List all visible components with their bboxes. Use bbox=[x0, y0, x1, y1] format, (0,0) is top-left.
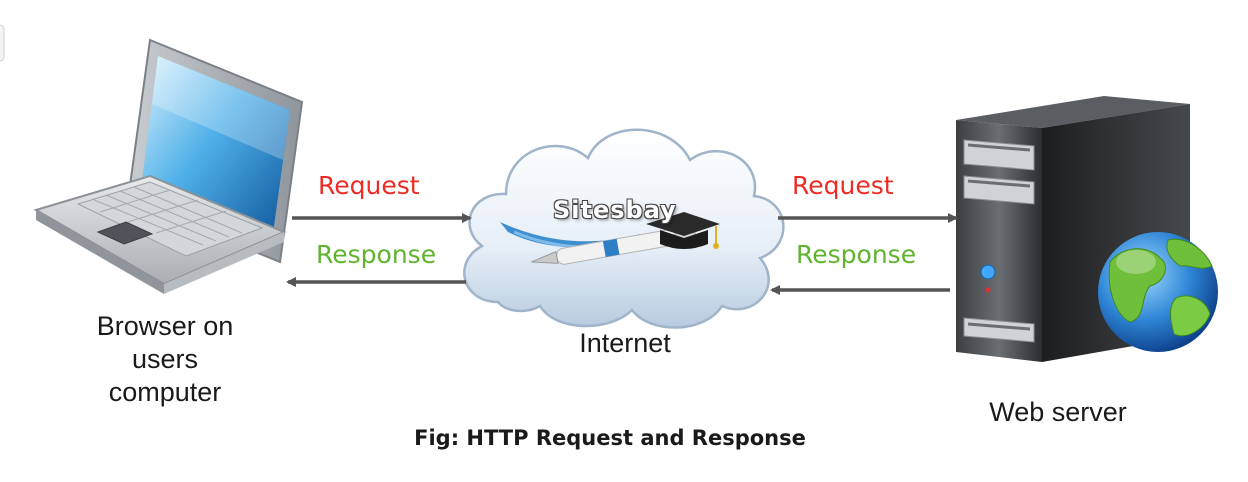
client-label-line3: computer bbox=[108, 377, 222, 407]
server-label: Web server bbox=[989, 397, 1127, 427]
laptop-icon bbox=[33, 38, 304, 294]
client-label-line1: Browser on bbox=[96, 311, 234, 341]
client-label: Browser on users computer bbox=[70, 310, 260, 409]
globe-icon bbox=[1098, 232, 1218, 352]
internet-label: Internet bbox=[579, 328, 671, 358]
left-response-label: Response bbox=[316, 240, 437, 269]
right-response-label: Response bbox=[796, 240, 917, 269]
right-request-label: Request bbox=[792, 171, 894, 200]
figure-caption: Fig: HTTP Request and Response bbox=[414, 426, 806, 450]
cloud-logo-text: Sitesbay bbox=[553, 196, 677, 224]
client-label-line2: users bbox=[131, 344, 199, 374]
cloud-icon bbox=[463, 128, 785, 329]
left-request-label: Request bbox=[318, 171, 420, 200]
corner-tab bbox=[0, 24, 5, 62]
